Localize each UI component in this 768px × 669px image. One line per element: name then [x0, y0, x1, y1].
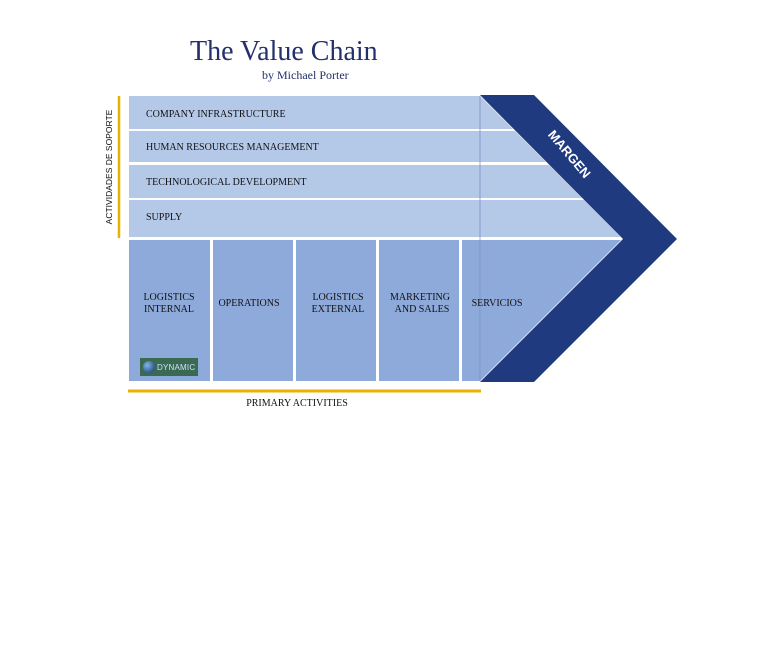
primary-col-logistics-internal-bg [129, 240, 210, 381]
primary-label-logistics-external-1: LOGISTICS [312, 292, 363, 303]
support-row-supply-bg [129, 200, 621, 237]
support-label-hr: HUMAN RESOURCES MANAGEMENT [146, 142, 319, 153]
support-label-supply: SUPPLY [146, 212, 182, 223]
primary-label-logistics-external-2: EXTERNAL [312, 304, 365, 315]
primary-col-operations-bg [213, 240, 293, 381]
logo-text: DYNAMIC [157, 362, 196, 372]
primary-label-marketing-2: AND SALES [395, 304, 450, 315]
support-row-infrastructure-bg [129, 96, 513, 129]
support-label-infrastructure: COMPANY INFRASTRUCTURE [146, 109, 286, 120]
primary-bottom-label: PRIMARY ACTIVITIES [246, 398, 348, 409]
primary-label-logistics-internal-1: LOGISTICS [143, 292, 194, 303]
primary-col-logistics-external-bg [296, 240, 376, 381]
support-row-hr-bg [129, 131, 546, 162]
support-label-tech: TECHNOLOGICAL DEVELOPMENT [146, 177, 306, 188]
support-side-label: ACTIVIDADES DE SOPORTE [104, 109, 114, 224]
page-title: The Value Chain [190, 36, 378, 67]
support-row-tech-bg [129, 165, 582, 198]
primary-label-marketing-1: MARKETING [390, 292, 450, 303]
primary-label-logistics-internal-2: INTERNAL [144, 304, 194, 315]
page-subtitle: by Michael Porter [262, 68, 349, 82]
dynamic-logo: DYNAMIC [140, 358, 198, 376]
primary-label-servicios: SERVICIOS [472, 298, 523, 309]
primary-col-servicios-bg [462, 240, 621, 381]
primary-col-marketing-bg [379, 240, 459, 381]
margin-chevron [480, 95, 677, 382]
globe-icon [143, 361, 155, 373]
primary-label-operations: OPERATIONS [218, 298, 279, 309]
